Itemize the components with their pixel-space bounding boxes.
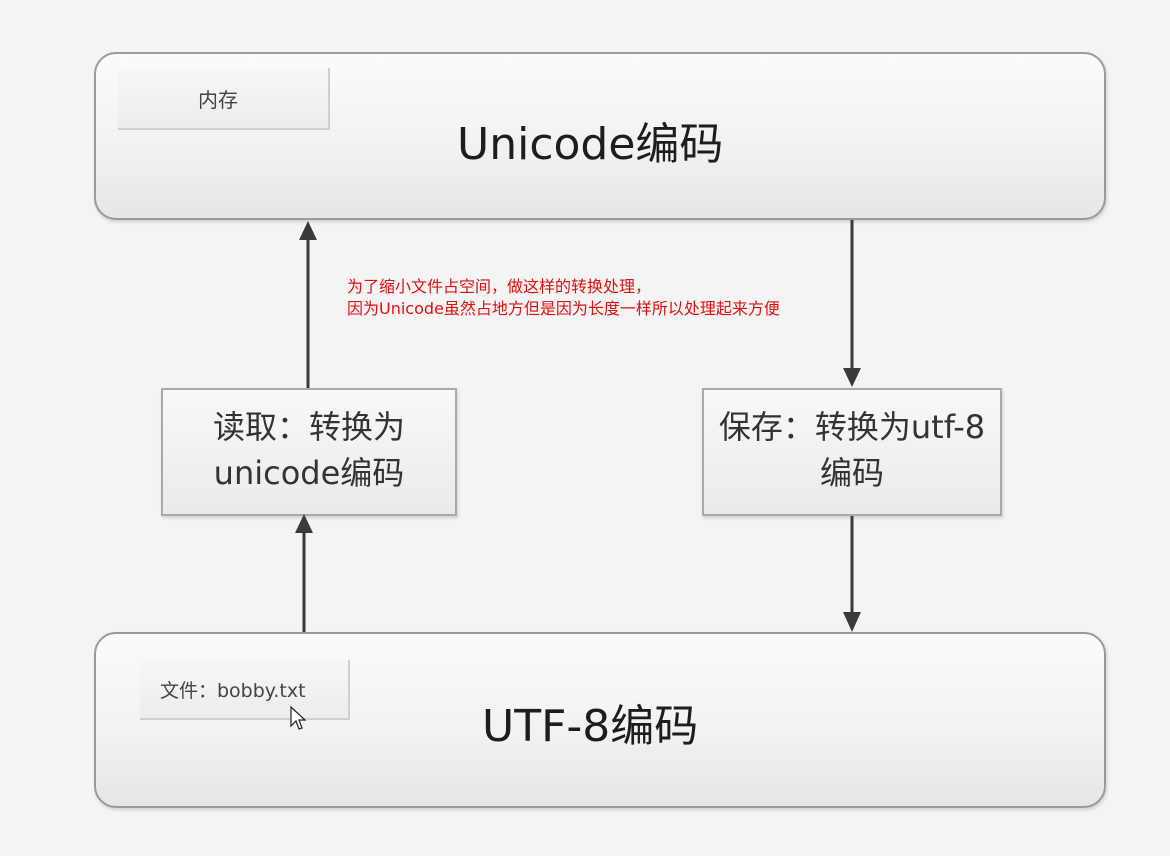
save-box-line-2: 编码	[819, 454, 884, 492]
arrow-read-to-memory-head	[299, 221, 317, 240]
annotation-line-1: 为了缩小文件占空间，做这样的转换处理，	[347, 277, 652, 296]
save-box-line-1: 保存：转换为utf-8	[718, 408, 986, 446]
file-encoding-title: UTF-8编码	[482, 701, 699, 752]
read-box-line-2: unicode编码	[213, 454, 405, 492]
read-box-line-1: 读取：转换为	[212, 408, 405, 446]
file-tag: 文件：bobby.txt	[140, 660, 350, 720]
red-annotation: 为了缩小文件占空间，做这样的转换处理， 因为Unicode虽然占地方但是因为长度…	[347, 276, 780, 320]
save-convert-box: 保存：转换为utf-8 编码	[702, 388, 1002, 516]
arrow-save-to-file-head	[843, 612, 861, 632]
arrow-file-to-read-head	[295, 514, 313, 533]
memory-tag: 内存	[118, 68, 330, 130]
memory-encoding-title: Unicode编码	[457, 119, 724, 170]
arrow-memory-to-save-head	[843, 368, 861, 387]
read-convert-box: 读取：转换为 unicode编码	[161, 388, 457, 516]
mouse-pointer-icon	[290, 706, 307, 730]
annotation-line-2: 因为Unicode虽然占地方但是因为长度一样所以处理起来方便	[347, 299, 780, 318]
